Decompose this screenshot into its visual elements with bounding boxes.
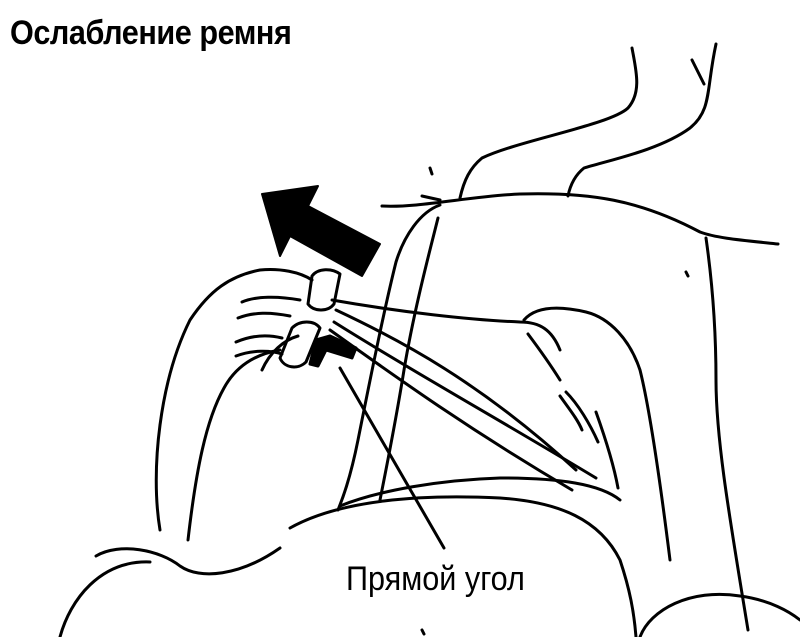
belt-strand-1 [330, 298, 562, 352]
neck-outline [458, 46, 639, 200]
pull-direction-arrow-icon [261, 185, 381, 277]
buckle-latch [308, 334, 358, 368]
left-hand-fingers [234, 295, 302, 358]
page-title: Ослабление ремня [10, 14, 292, 52]
stray-mark-2 [684, 270, 690, 278]
belt-strand-2 [334, 308, 578, 472]
buckle-lower [278, 320, 322, 369]
shoulder-line [380, 192, 780, 246]
stray-mark-3 [420, 628, 426, 636]
belt-strand-3 [332, 320, 598, 480]
right-hand-outline [522, 306, 672, 562]
right-hand-grip [594, 410, 620, 490]
lap-outline [338, 476, 622, 508]
torso-left-edge [336, 203, 442, 512]
left-hand-thumb [260, 334, 300, 372]
torso-right-edge [704, 236, 750, 632]
left-arm-outer [154, 268, 314, 532]
buckle-upper [306, 268, 342, 312]
right-angle-callout-label: Прямой угол [346, 560, 525, 598]
neck-outline-far [690, 58, 706, 86]
shoulder-line-left [420, 194, 442, 202]
thigh-lower [288, 495, 638, 637]
right-knee [638, 592, 800, 637]
stray-mark-1 [428, 166, 434, 176]
belt-strand-4 [328, 328, 574, 492]
callout-leader-line [338, 366, 446, 550]
neck-outline-right [566, 42, 718, 198]
torso-left-edge-inner [378, 216, 440, 502]
left-arm-inner [186, 348, 282, 542]
right-hand-fingers [526, 332, 600, 444]
lap-left-curve [94, 546, 282, 576]
lap-left-bottom [58, 560, 152, 637]
